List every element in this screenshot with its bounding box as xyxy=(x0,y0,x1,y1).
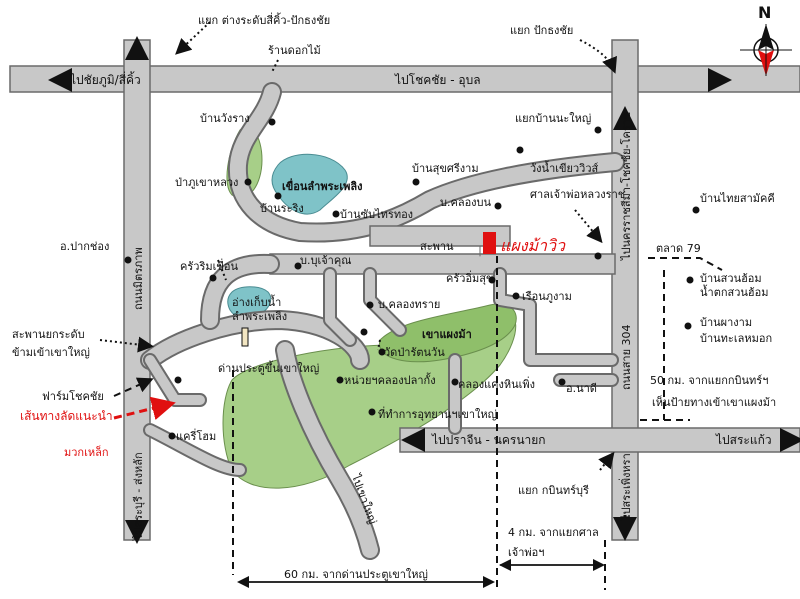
label-destination: แผงม้าวิว xyxy=(500,236,566,255)
label-bridge: สะพาน xyxy=(420,240,454,253)
label-reservoir-2: ลำพระเพลิง xyxy=(232,310,287,323)
label-bo-khlong-bon: บ.คลองบน xyxy=(440,196,492,209)
label-wang-nam-khiao: วังน้ำเขียววิวส์ xyxy=(530,160,598,175)
destination-marker xyxy=(483,232,496,254)
label-ban-sapthai: บ้านซับไทรทอง xyxy=(340,208,413,221)
shortcut-route xyxy=(113,396,176,421)
label-bo-khlong-sai: บ.คลองทราย xyxy=(378,298,440,311)
road-bridge xyxy=(369,225,511,247)
label-market-79: ตลาด 79 xyxy=(656,242,701,255)
label-ban-rarueang: บ้านระริง xyxy=(260,202,304,215)
label-kabin-junction: แยก กบินทร์บุรี xyxy=(518,484,589,497)
label-park-hq: ที่ทำการอุทยานฯเขาใหญ่ xyxy=(378,406,497,421)
label-krua-rim-khuean: ครัวริมเขื่อน xyxy=(180,258,238,273)
label-a-nadee: อ.นาดี xyxy=(566,382,597,395)
label-krua-im-suk: ครัวอิ่มสุข xyxy=(446,270,494,285)
label-mountain: เขาแผงม้า xyxy=(422,328,472,341)
label-dam: เขื่อนลำพระเพลิง xyxy=(282,178,363,193)
label-junction-tangradab: แยก ต่างระดับสี่คิ้ว-ปักธงชัย xyxy=(198,12,330,27)
label-to-chaiyaphum: ไปชัยภูมิ/สี่คิ้ว xyxy=(69,71,141,88)
label-note-50km-1: 50 กม. จากแยกกบินทร์ฯ xyxy=(650,374,768,387)
label-ban-suksriyam: บ้านสุขศรีงาม xyxy=(412,162,479,175)
label-to-sa-kaeo: ไปสระแก้ว xyxy=(715,433,772,447)
label-note-50km-2: เห็นป้ายทางเข้าเขาแผงม้า xyxy=(652,395,776,409)
dam-water xyxy=(271,153,348,215)
label-ban-phangngam: บ้านผางาม บ้านทะเลหมอก xyxy=(700,316,772,345)
road-left xyxy=(123,39,151,541)
compass-icon: N xyxy=(740,3,792,76)
label-to-srimahosot: ไปสระเพิ่งหรา xyxy=(618,453,633,521)
label-mittraphap: ถนนมิตรภาพ xyxy=(132,247,145,310)
label-ban-suan-hom-2: น้ำตกสวนฮ้อม xyxy=(700,284,768,299)
label-note-50km: 50 กม. จากแยกกบินทร์ฯ เห็นป้ายทางเข้าเขา… xyxy=(650,374,776,409)
label-note-4km-2: เจ้าพ่อฯ xyxy=(508,546,544,559)
label-ban-suan-hom-1: บ้านสวนฮ้อม xyxy=(700,272,762,285)
label-ban-phangngam-1: บ้านผางาม xyxy=(700,316,752,329)
label-ban-phangngam-2: บ้านทะเลหมอก xyxy=(700,332,772,345)
label-overpass-2: ข้ามเข้าเขาใหญ่ xyxy=(12,346,90,359)
label-khlong-pla-kang: หน่วยฯคลองปลากั้ง xyxy=(344,372,436,387)
label-road-304: ถนนสาย 304 xyxy=(620,324,633,390)
label-junction-pakthongchai: แยก ปักธงชัย xyxy=(510,24,573,37)
label-to-prachinburi: ไปปราจีน - นครนายก xyxy=(431,433,546,447)
label-note-4km: 4 กม. จากแยกศาล เจ้าพ่อฯ xyxy=(508,526,602,559)
label-overpass: สะพานยกระดับ ข้ามเข้าเขาใหญ่ xyxy=(12,328,90,359)
label-overpass-1: สะพานยกระดับ xyxy=(12,328,85,341)
label-to-chokchai: ไปโชคชัย - อุบล xyxy=(394,73,481,88)
label-farm-chokchai: ฟาร์มโชคชัย xyxy=(42,389,104,403)
label-note-4km-1: 4 กม. จากแยกศาล xyxy=(508,526,599,539)
label-ban-suan-hom: บ้านสวนฮ้อม น้ำตกสวนฮ้อม xyxy=(700,272,768,299)
label-ban-wangrang: บ้านวังราง xyxy=(200,112,250,125)
label-shortcut: เส้นทางลัดแนะนำ xyxy=(20,409,113,423)
label-ban-thai-samakkhi: บ้านไทยสามัคคี xyxy=(700,192,775,205)
label-note-60km: 60 กม. จากด่านประตูเขาใหญ่ xyxy=(284,568,428,581)
arrow-icon xyxy=(48,36,800,544)
label-kery-home: แครี่โฮม xyxy=(176,428,216,443)
label-pak-chong: อ.ปากช่อง xyxy=(60,240,109,253)
label-pa-phu-khao: ป่าภูเขาหลวง xyxy=(175,176,238,189)
label-bo-bu-chao-khun: บ.บุเจ้าคุณ xyxy=(300,254,351,267)
label-mua-lek: มวกเหล็ก xyxy=(64,445,109,459)
north-label: N xyxy=(758,3,771,22)
label-to-saraburi: ไปสระบุรี - ส่งหลัก xyxy=(132,452,145,541)
mountain-area xyxy=(379,303,517,363)
label-shrine: ศาลเจ้าพ่อหลวงราช xyxy=(530,188,625,201)
road-bottom xyxy=(399,427,800,453)
label-reservoir: อ่างเก็บน้ำ ลำพระเพลิง xyxy=(232,294,287,323)
poi-dots xyxy=(124,118,700,440)
label-flower-shop: ร้านดอกไม้ xyxy=(268,44,321,57)
label-to-pakthongchai-korat: ไปนครราชสีมา-โชคชัย-โคราช xyxy=(619,112,633,261)
label-reservoir-1: อ่างเก็บน้ำ xyxy=(232,294,281,309)
label-khlong-hinphoeng: คลองแคงหินเพิ่ง xyxy=(458,376,535,391)
checkpoint-gate xyxy=(241,327,249,347)
label-checkpoint: ด่านประตูขึ้นเขาใหญ่ xyxy=(218,360,319,375)
label-ruean-phukham: เรือนภูงาม xyxy=(522,290,572,303)
label-temple: วัดป่ารัตนวัน xyxy=(384,346,445,359)
label-ban-nayai: แยกบ้านนะใหญ่ xyxy=(515,112,591,125)
